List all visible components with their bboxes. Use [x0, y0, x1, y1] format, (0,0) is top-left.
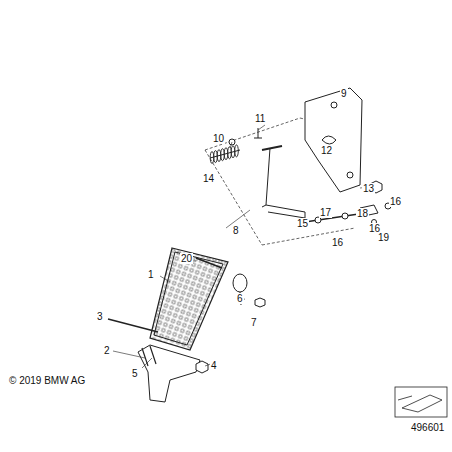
callout-number: 10 [212, 133, 225, 144]
callout-number: 16 [389, 196, 402, 207]
callout-number: 13 [362, 183, 375, 194]
callout-number: 9 [340, 88, 348, 99]
callout-number: 16 [331, 237, 344, 248]
callout-number: 4 [210, 360, 218, 371]
callout-number: 20 [180, 253, 193, 264]
diagram-number: 496601 [410, 422, 445, 433]
callout-number: 15 [296, 218, 309, 229]
callout-number: 12 [320, 145, 333, 156]
callout-number: 17 [319, 207, 332, 218]
callout-number: 8 [232, 225, 240, 236]
callout-number: 19 [377, 232, 390, 243]
callout-number: 11 [254, 113, 266, 124]
callout-number: 14 [202, 173, 215, 184]
copyright-note: © 2019 BMW AG [8, 375, 86, 386]
callout-number: 6 [236, 293, 244, 304]
callout-number: 3 [96, 311, 104, 322]
callout-number: 2 [103, 345, 111, 356]
callout-number: 1 [147, 269, 155, 280]
callout-number: 18 [356, 208, 369, 219]
callout-number: 7 [250, 317, 258, 328]
callout-number: 5 [131, 368, 139, 379]
